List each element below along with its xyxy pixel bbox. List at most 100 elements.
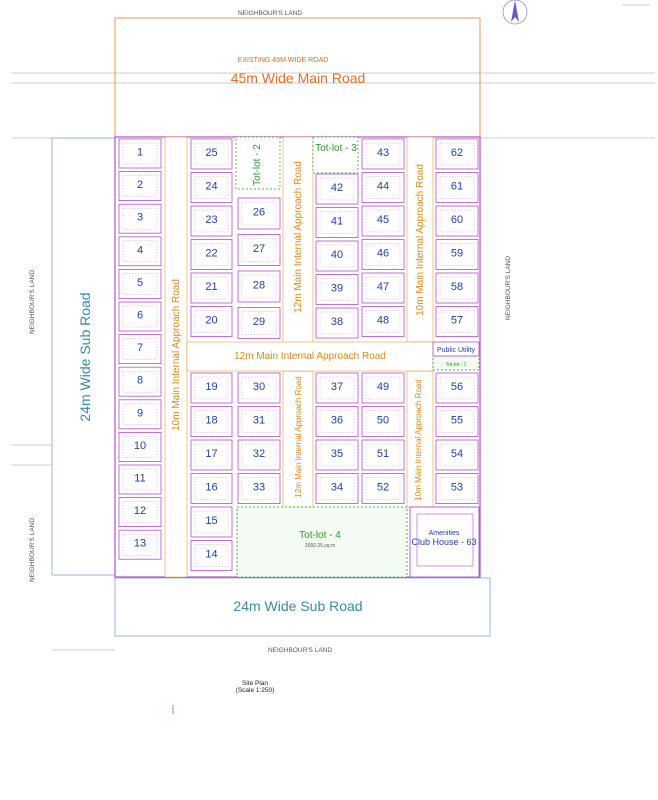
plot-24: 24 bbox=[190, 172, 233, 203]
plot-35: 35 bbox=[315, 439, 359, 471]
plot-outline bbox=[190, 372, 233, 404]
plot-outline bbox=[315, 307, 359, 339]
plot-outline bbox=[190, 439, 233, 471]
plot-outline bbox=[118, 399, 162, 430]
plot-building-line bbox=[241, 410, 277, 433]
plot-building-line bbox=[122, 403, 158, 425]
center-internal-road-upper-label: 12m Main Internal Approach Road bbox=[293, 161, 304, 313]
plot-outline bbox=[435, 406, 479, 437]
plot-9: 9 bbox=[118, 399, 162, 430]
plot-number: 7 bbox=[137, 342, 143, 354]
plot-55: 55 bbox=[435, 406, 479, 437]
plot-building-line bbox=[319, 410, 355, 433]
plot-building-line bbox=[439, 443, 475, 467]
plot-number: 14 bbox=[205, 549, 217, 561]
plot-building-line bbox=[365, 209, 401, 233]
plot-outline bbox=[118, 334, 162, 365]
left-internal-road-label: 10m Main Internal Approach Road bbox=[171, 279, 182, 431]
plot-outline bbox=[361, 172, 405, 203]
plot-building-line bbox=[365, 310, 401, 333]
plot-building-line bbox=[439, 310, 475, 333]
totlot-4-area bbox=[236, 506, 408, 578]
plot-50: 50 bbox=[361, 406, 405, 437]
plot-62: 62 bbox=[435, 138, 479, 170]
plot-number: 26 bbox=[253, 207, 265, 219]
plot-building-line bbox=[122, 436, 158, 458]
plot-building-line bbox=[439, 376, 475, 400]
plot-number: 37 bbox=[331, 381, 343, 393]
totlot-2-area bbox=[235, 136, 281, 190]
left-sub-road-label: 24m Wide Sub Road bbox=[77, 292, 93, 421]
plot-building-line bbox=[122, 371, 158, 393]
plot-outline bbox=[361, 138, 405, 170]
plot-outline bbox=[190, 138, 233, 170]
plot-number: 24 bbox=[205, 181, 217, 193]
plot-building-line bbox=[122, 534, 158, 556]
plot-40: 40 bbox=[315, 240, 359, 272]
neighbours-land-left-upper: NEIGHBOUR'S LAND bbox=[29, 270, 36, 334]
plot-number: 38 bbox=[331, 316, 343, 328]
plot-outline bbox=[190, 239, 233, 270]
plot-building-line bbox=[439, 209, 475, 233]
plot-outline bbox=[237, 406, 281, 437]
plot-building-line bbox=[122, 273, 158, 295]
plot-building-line bbox=[194, 276, 229, 300]
plot-25: 25 bbox=[190, 138, 233, 170]
plot-33: 33 bbox=[237, 473, 281, 504]
plot-number: 54 bbox=[451, 448, 463, 460]
amenities-label: Amenities bbox=[429, 530, 460, 537]
totlot-1-label: Tot-lot - 1 bbox=[446, 362, 467, 368]
plot-outline bbox=[435, 372, 479, 404]
plot-building-line bbox=[241, 443, 277, 467]
plot-outline bbox=[237, 439, 281, 471]
plot-52: 52 bbox=[361, 473, 405, 504]
bottom-sub-road-outline bbox=[114, 577, 491, 637]
plot-outline bbox=[361, 439, 405, 471]
plot-outline bbox=[361, 272, 405, 304]
plot-building-line bbox=[319, 311, 355, 335]
site-plan-caption: Site Plan (Scale 1:250) bbox=[220, 680, 290, 694]
plot-building-line bbox=[122, 240, 158, 263]
plot-building-line bbox=[439, 410, 475, 433]
plot-outline bbox=[361, 473, 405, 504]
plot-number: 40 bbox=[331, 249, 343, 261]
plot-outline bbox=[118, 497, 162, 528]
horizontal-internal-road bbox=[186, 341, 434, 372]
plot-building-line bbox=[241, 311, 277, 335]
plot-building-line bbox=[194, 310, 229, 333]
plot-outline bbox=[315, 372, 359, 404]
plot-21: 21 bbox=[190, 272, 233, 304]
bottom-sub-road-label: 24m Wide Sub Road bbox=[233, 598, 362, 614]
plot-outline bbox=[118, 529, 162, 560]
plot-building-line bbox=[194, 376, 229, 400]
plot-building-line bbox=[241, 201, 277, 226]
plot-number: 20 bbox=[205, 315, 217, 327]
plot-building-line bbox=[439, 477, 475, 500]
plot-number: 46 bbox=[377, 248, 389, 260]
plot-41: 41 bbox=[315, 207, 359, 238]
main-road-label: 45m Wide Main Road bbox=[231, 70, 366, 86]
neighbours-land-left-lower: NEIGHBOUR'S LAND bbox=[29, 518, 36, 582]
plot-outline bbox=[190, 506, 233, 538]
plot-outline bbox=[237, 197, 281, 230]
club-house-area bbox=[409, 506, 480, 578]
plot-29: 29 bbox=[237, 307, 281, 339]
plot-outline bbox=[237, 307, 281, 339]
plot-building-line bbox=[365, 477, 401, 500]
plot-number: 15 bbox=[205, 515, 217, 527]
plot-outline bbox=[190, 540, 233, 571]
plot-number: 33 bbox=[253, 482, 265, 494]
plot-number: 13 bbox=[134, 538, 146, 550]
center-internal-road-lower-label: 12m Main Internal Approach Road bbox=[294, 376, 303, 497]
plot-outline bbox=[237, 234, 281, 266]
plot-outline bbox=[435, 205, 479, 237]
plot-32: 32 bbox=[237, 439, 281, 471]
plot-3: 3 bbox=[118, 203, 162, 234]
plot-building-line bbox=[365, 176, 401, 199]
plot-number: 61 bbox=[451, 181, 463, 193]
right-internal-road-lower-label: 10m Main Internal Approach Road bbox=[414, 379, 423, 500]
plot-number: 18 bbox=[205, 415, 217, 427]
plot-42: 42 bbox=[315, 173, 359, 205]
plot-14: 14 bbox=[190, 540, 233, 571]
plot-building-line bbox=[241, 376, 277, 400]
